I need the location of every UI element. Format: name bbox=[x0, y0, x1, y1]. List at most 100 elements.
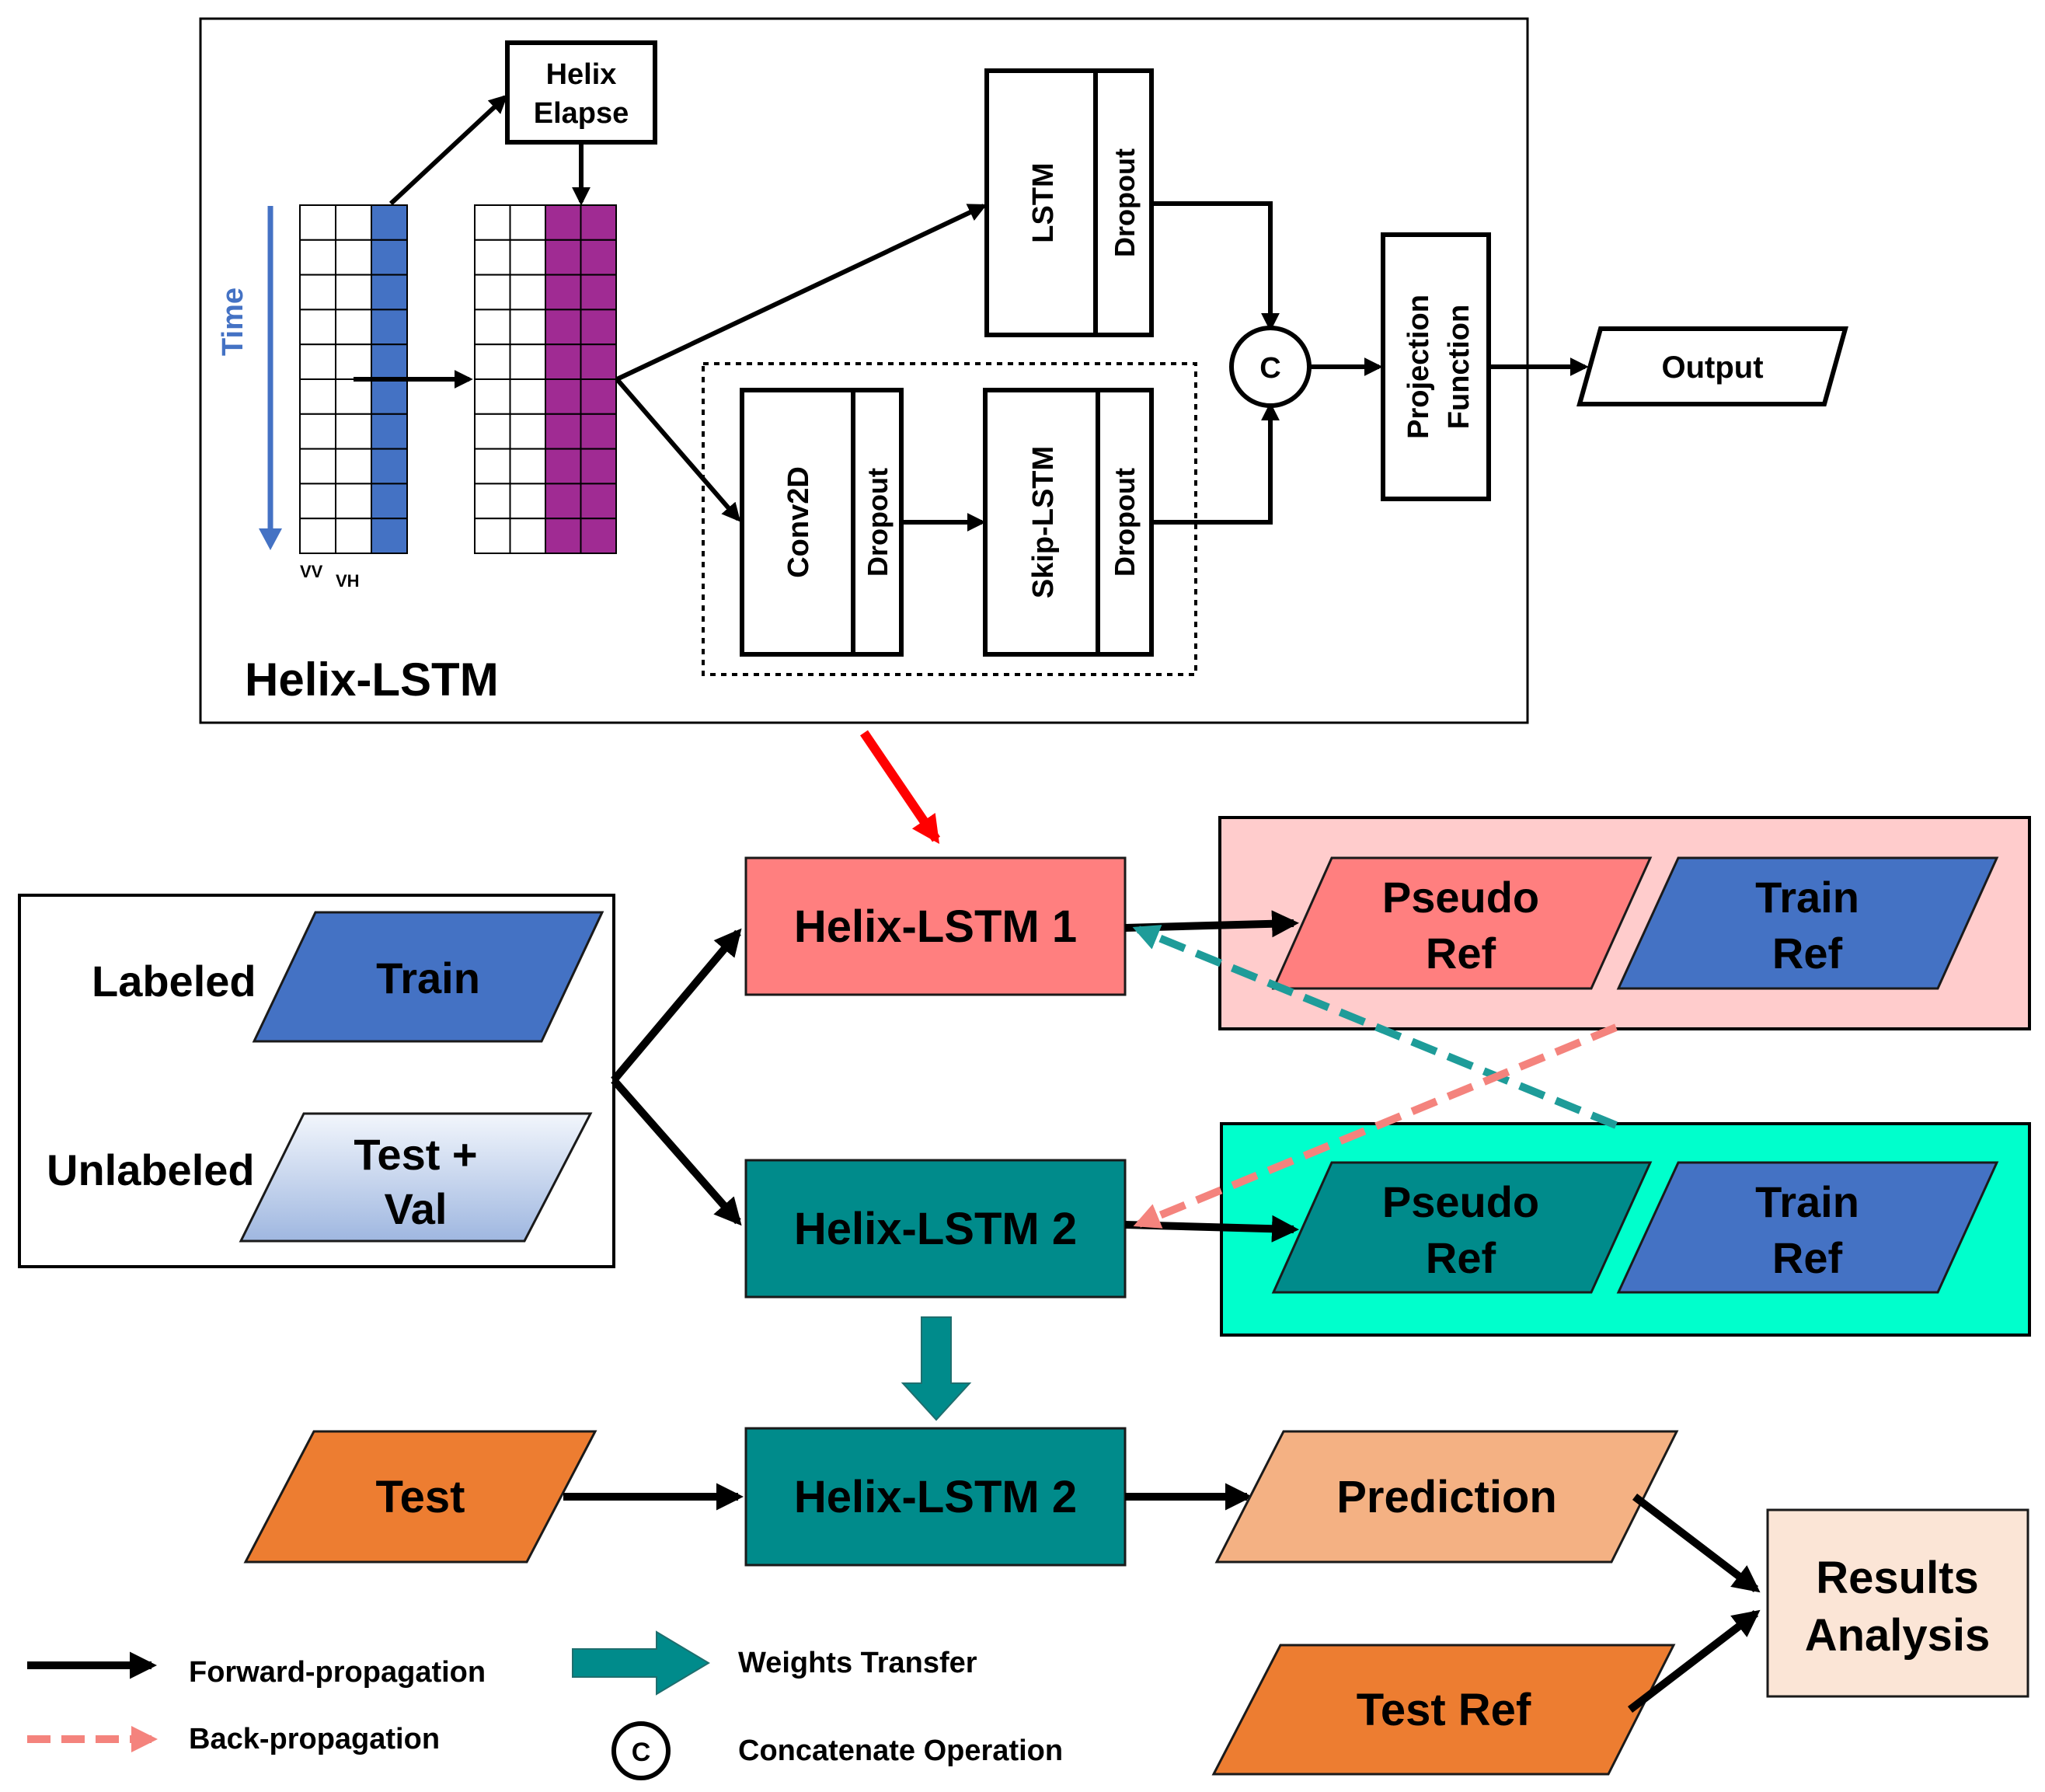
grid-cell bbox=[580, 448, 617, 485]
grid-cell bbox=[371, 309, 408, 346]
grid-cell bbox=[580, 274, 617, 311]
grid-cell bbox=[474, 204, 511, 241]
grid-cell bbox=[509, 274, 546, 311]
arrow-lstm-to-concat bbox=[1151, 201, 1280, 332]
red-arrow bbox=[860, 730, 940, 844]
grid-cell bbox=[580, 204, 617, 241]
pseudo-ref-1-shape bbox=[1271, 856, 1653, 990]
grid-cell bbox=[299, 483, 336, 520]
grid-cell bbox=[509, 204, 546, 241]
projection-line2: Function bbox=[1443, 305, 1475, 429]
grid-cell bbox=[335, 483, 372, 520]
grid-cell bbox=[580, 518, 617, 555]
output-label: Output bbox=[1661, 350, 1763, 385]
grid-cell bbox=[474, 448, 511, 485]
lstm-label: LSTM bbox=[1027, 162, 1060, 242]
dashed-teal-back-arrow bbox=[1132, 925, 1618, 1129]
legend-concat-label: Concatenate Operation bbox=[738, 1734, 1063, 1767]
pseudo-ref-2-line2: Ref bbox=[1426, 1233, 1496, 1282]
unlabeled-label: Unlabeled bbox=[47, 1145, 255, 1194]
projection-box bbox=[1381, 232, 1491, 501]
grid-cell bbox=[474, 413, 511, 450]
test-input-shape bbox=[243, 1430, 597, 1564]
grid-cell bbox=[580, 413, 617, 450]
legend-back-label: Back-propagation bbox=[189, 1723, 440, 1755]
grid-cell bbox=[335, 274, 372, 311]
helix-lstm-1-box bbox=[744, 856, 1127, 996]
labeled-label: Labeled bbox=[92, 957, 256, 1006]
grid-cell bbox=[371, 413, 408, 450]
grid-cell bbox=[371, 378, 408, 415]
conv-skip-group bbox=[702, 362, 1197, 676]
grid-cell bbox=[335, 448, 372, 485]
testval-line1: Test + bbox=[354, 1130, 477, 1179]
results-analysis-box bbox=[1766, 1508, 2029, 1698]
projection-line1: Projection bbox=[1402, 295, 1435, 439]
legend-weights-label: Weights Transfer bbox=[738, 1647, 977, 1679]
grid-cell bbox=[371, 518, 408, 555]
grid-cell bbox=[371, 204, 408, 241]
results-line1: Results bbox=[1816, 1553, 1979, 1603]
concat-symbol: C bbox=[1259, 352, 1280, 385]
grid-cell bbox=[371, 448, 408, 485]
legend-concat-circle bbox=[611, 1721, 671, 1780]
time-arrow-head bbox=[259, 528, 282, 550]
vv-label: VV bbox=[300, 562, 323, 581]
lstm-dropout-label: Dropout bbox=[1109, 148, 1141, 257]
grid-cell bbox=[545, 239, 582, 276]
grid-cell bbox=[509, 448, 546, 485]
arrow-grid2-to-lstm bbox=[615, 204, 988, 382]
conv2d-dropout-box bbox=[851, 388, 904, 657]
grid-cell bbox=[545, 378, 582, 415]
grid-cell bbox=[299, 448, 336, 485]
grid-cell bbox=[509, 343, 546, 381]
grid-cell bbox=[545, 309, 582, 346]
grid-cell bbox=[545, 274, 582, 311]
arrow-grid2-to-conv2d bbox=[615, 378, 741, 522]
grid-cell bbox=[299, 274, 336, 311]
grid-cell bbox=[580, 483, 617, 520]
prediction-shape bbox=[1214, 1430, 1679, 1564]
grid-cell bbox=[335, 309, 372, 346]
test-ref-label: Test Ref bbox=[1357, 1685, 1531, 1735]
helix-lstm-2-test-label: Helix-LSTM 2 bbox=[794, 1472, 1077, 1522]
arrow-model1-to-pseudo1 bbox=[1124, 910, 1299, 938]
output-shape bbox=[1576, 326, 1848, 406]
grid-cell bbox=[335, 518, 372, 555]
grid-cell bbox=[474, 483, 511, 520]
grid-cell bbox=[474, 239, 511, 276]
train-ref-2-shape bbox=[1616, 1161, 1999, 1294]
grid-cell bbox=[545, 413, 582, 450]
arrow-skip-to-concat bbox=[1151, 402, 1280, 525]
grid-cell bbox=[509, 239, 546, 276]
train-ref-2-line2: Ref bbox=[1772, 1233, 1843, 1282]
grid-cell bbox=[474, 518, 511, 555]
train-input-shape bbox=[252, 911, 604, 1043]
helix-elapse-line2: Elapse bbox=[534, 97, 629, 130]
prediction-label: Prediction bbox=[1336, 1472, 1557, 1522]
test-ref-shape bbox=[1211, 1644, 1676, 1776]
train-input-label: Train bbox=[376, 954, 480, 1002]
grid-cell bbox=[474, 343, 511, 381]
grid-cell bbox=[299, 518, 336, 555]
skip-lstm-label: Skip-LSTM bbox=[1027, 446, 1060, 598]
pseudo-ref-2-line1: Pseudo bbox=[1382, 1177, 1539, 1226]
grid-cell bbox=[474, 309, 511, 346]
grid-cell bbox=[299, 343, 336, 381]
grid-cell bbox=[371, 274, 408, 311]
train-ref-2-line1: Train bbox=[1755, 1177, 1859, 1226]
grid-cell bbox=[299, 413, 336, 450]
arrow-testref-to-results bbox=[1627, 1609, 1761, 1713]
arrow-data-to-model1 bbox=[611, 928, 742, 1083]
grid-cell bbox=[335, 378, 372, 415]
grid-cell bbox=[335, 204, 372, 241]
conv2d-dropout-label: Dropout bbox=[862, 468, 894, 577]
grid-cell bbox=[509, 413, 546, 450]
arrow-prediction-to-results bbox=[1632, 1494, 1761, 1593]
lstm-box bbox=[984, 68, 1098, 337]
testval-input-shape bbox=[239, 1112, 593, 1243]
grid-cell bbox=[371, 239, 408, 276]
grid-cell bbox=[580, 309, 617, 346]
weights-transfer-arrow bbox=[901, 1316, 972, 1421]
